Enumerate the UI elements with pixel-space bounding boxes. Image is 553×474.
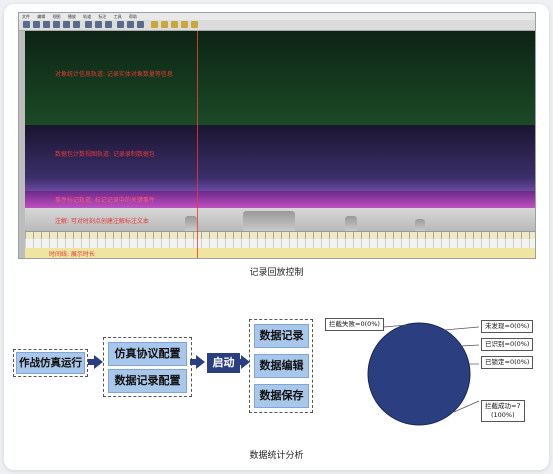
start-button[interactable]: 启动 bbox=[207, 353, 240, 373]
export-icon[interactable] bbox=[181, 21, 188, 28]
stop-icon[interactable] bbox=[53, 21, 60, 28]
pie-leader-line bbox=[443, 326, 480, 331]
menu-item-mark[interactable]: 标注 bbox=[98, 14, 107, 19]
simulation-run-button[interactable]: 作战仿真运行 bbox=[16, 352, 85, 374]
skip-start-icon[interactable] bbox=[63, 21, 70, 28]
annotation-track[interactable]: 注解: 可对时刻点创建注解标注文本 bbox=[25, 208, 535, 231]
menu-bar: 文件 编辑 视图 播放 轨道 标注 工具 帮助 bbox=[19, 13, 535, 20]
timeline-track[interactable]: 时间线: 展示时长 bbox=[25, 248, 535, 258]
object-stats-track[interactable]: 对象统计信息轨道: 记录实体对象数量等信息 bbox=[25, 31, 535, 125]
record-icon[interactable] bbox=[23, 21, 30, 28]
pie-leader-line bbox=[460, 344, 480, 347]
event-marks-label: 事件标记轨道: 标记记录中的关键事件 bbox=[55, 197, 155, 204]
play-icon[interactable] bbox=[33, 21, 40, 28]
protocol-config-button[interactable]: 仿真协议配置 bbox=[108, 342, 187, 366]
top-caption: 记录回放控制 bbox=[249, 268, 304, 278]
data-save-button[interactable]: 数据保存 bbox=[254, 384, 309, 408]
pie-leader-line bbox=[453, 400, 480, 413]
menu-item-file[interactable]: 文件 bbox=[22, 14, 30, 19]
pie-label-success-percent: (100%) bbox=[490, 410, 515, 419]
interception-pie-chart bbox=[367, 322, 480, 426]
rewind-icon[interactable] bbox=[105, 21, 112, 28]
arrow-right-icon bbox=[235, 355, 250, 369]
menu-item-track[interactable]: 轨道 bbox=[83, 14, 92, 19]
note-icon[interactable] bbox=[171, 21, 178, 28]
playback-toolbar bbox=[19, 20, 535, 31]
annotation-marker[interactable] bbox=[415, 219, 425, 231]
main-card: 文件 编辑 视图 播放 轨道 标注 工具 帮助 bbox=[4, 4, 549, 470]
config-box: 仿真协议配置 数据记录配置 bbox=[103, 337, 192, 397]
step-forward-icon[interactable] bbox=[95, 21, 102, 28]
time-scale bbox=[25, 239, 535, 248]
annotation-marker[interactable] bbox=[243, 211, 295, 231]
bottom-caption: 数据统计分析 bbox=[249, 451, 304, 461]
run-box: 作战仿真运行 bbox=[13, 349, 88, 377]
timeline-label: 时间线: 展示时长 bbox=[49, 251, 95, 258]
data-record-button[interactable]: 数据记录 bbox=[254, 324, 309, 348]
event-marks-track[interactable]: 事件标记轨道: 标记记录中的关键事件 bbox=[25, 191, 535, 208]
arrow-right-icon bbox=[88, 355, 103, 369]
save-icon[interactable] bbox=[161, 21, 168, 28]
speed-icon[interactable] bbox=[137, 21, 144, 28]
playhead[interactable] bbox=[197, 31, 198, 258]
folder-icon[interactable] bbox=[151, 21, 158, 28]
pie-leader-line bbox=[383, 324, 408, 328]
step-back-icon[interactable] bbox=[85, 21, 92, 28]
settings-icon[interactable] bbox=[191, 21, 198, 28]
pie-label-undetected: 未发现=0(0%) bbox=[481, 320, 534, 333]
packet-stats-label: 数据包计数视图轨道: 记录录制数据包 bbox=[55, 151, 155, 158]
pie-label-success: 拦截成功=7 (100%) bbox=[481, 400, 525, 422]
skip-end-icon[interactable] bbox=[73, 21, 80, 28]
pie-label-locked: 已锁定=0(0%) bbox=[481, 356, 534, 369]
refresh-icon[interactable] bbox=[127, 21, 134, 28]
pie-slice bbox=[367, 322, 471, 426]
annotation-label: 注解: 可对时刻点创建注解标注文本 bbox=[55, 218, 149, 225]
menu-item-edit[interactable]: 编辑 bbox=[37, 14, 46, 19]
object-stats-label: 对象统计信息轨道: 记录实体对象数量等信息 bbox=[55, 71, 173, 78]
pie-label-success-value: 拦截成功=7 bbox=[485, 402, 521, 410]
packet-stats-track[interactable]: 数据包计数视图轨道: 记录录制数据包 bbox=[25, 125, 535, 191]
menu-item-play[interactable]: 播放 bbox=[67, 14, 76, 19]
playback-screenshot: 文件 编辑 视图 播放 轨道 标注 工具 帮助 bbox=[18, 12, 536, 259]
annotation-marker[interactable] bbox=[345, 216, 357, 231]
actions-box: 数据记录 数据编辑 数据保存 bbox=[249, 319, 313, 413]
loop-icon[interactable] bbox=[117, 21, 124, 28]
arrow-right-icon bbox=[190, 355, 205, 369]
pie-label-fail: 拦截失败=0(0%) bbox=[325, 318, 384, 331]
record-config-button[interactable]: 数据记录配置 bbox=[108, 369, 187, 393]
menu-item-tools[interactable]: 工具 bbox=[113, 14, 122, 19]
menu-item-view[interactable]: 视图 bbox=[52, 14, 61, 19]
data-edit-button[interactable]: 数据编辑 bbox=[254, 354, 309, 378]
pie-label-identified: 已识别=0(0%) bbox=[481, 338, 534, 351]
annotation-marker[interactable] bbox=[185, 216, 197, 231]
menu-item-help[interactable]: 帮助 bbox=[128, 14, 137, 19]
pause-icon[interactable] bbox=[43, 21, 50, 28]
